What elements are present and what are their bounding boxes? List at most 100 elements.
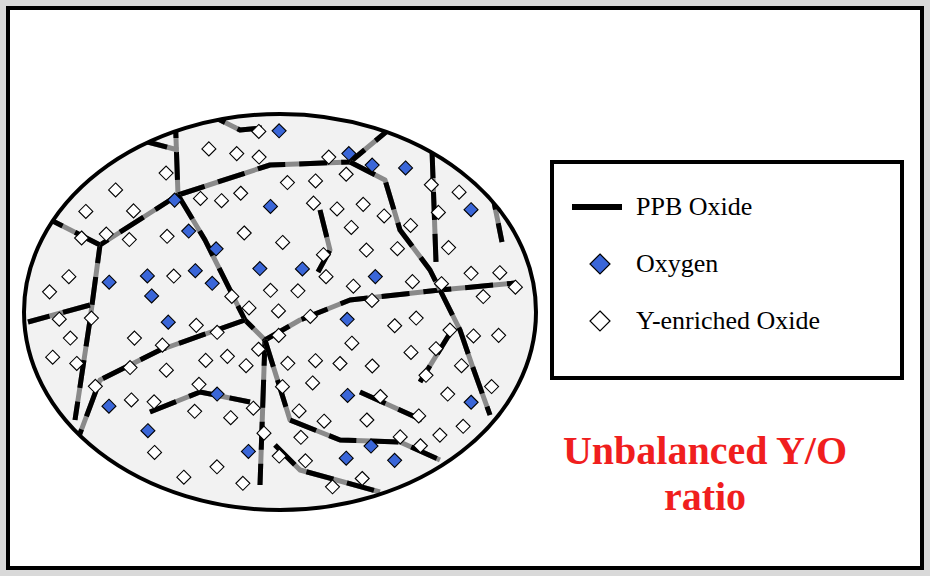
oxide-marker — [220, 349, 234, 363]
oxide-marker — [88, 379, 102, 393]
oxide-marker — [148, 445, 162, 459]
oxide-marker — [52, 312, 66, 326]
oxide-marker — [409, 311, 423, 325]
grain-boundary — [350, 162, 440, 290]
oxide-marker — [109, 183, 123, 197]
note-label: Unbalanced Y/O ratio — [555, 428, 855, 520]
oxide-marker — [189, 318, 203, 332]
oxide-marker — [159, 363, 173, 377]
oxide-marker — [237, 226, 251, 240]
grain-boundary — [35, 212, 100, 245]
oxide-marker — [252, 124, 266, 138]
grain-boundary — [440, 290, 490, 415]
oxide-marker — [455, 359, 469, 373]
ppb-oxide — [75, 110, 178, 420]
oxide-marker — [202, 142, 216, 156]
oxide-marker — [155, 338, 169, 352]
oxide-marker — [252, 150, 266, 164]
oxide-marker — [306, 376, 320, 390]
oxide-marker — [210, 460, 224, 474]
oxide-marker — [441, 387, 455, 401]
oxide-marker — [360, 413, 374, 427]
oxygen-marker — [340, 312, 354, 326]
oxide-marker — [388, 319, 402, 333]
oxide-marker — [123, 361, 137, 375]
grain-boundary — [318, 210, 330, 272]
oxygen-marker — [464, 395, 478, 409]
grain-boundary — [178, 112, 410, 195]
oxide-marker — [271, 304, 285, 318]
grain-boundaries — [28, 110, 515, 492]
oxygen-marker — [209, 242, 223, 256]
oxygen-marker — [388, 453, 402, 467]
oxide-marker — [346, 279, 360, 293]
ppb-oxide — [432, 150, 436, 262]
oxide-marker — [365, 293, 379, 307]
oxide-marker — [264, 283, 278, 297]
oxide-marker — [307, 196, 321, 210]
oxide-marker — [292, 404, 306, 418]
oxide-marker — [276, 235, 290, 249]
oxide-marker — [317, 414, 331, 428]
oxygen-marker — [272, 124, 286, 138]
oxide-marker — [345, 336, 359, 350]
oxide-marker — [433, 428, 447, 442]
oxide-marker — [330, 202, 344, 216]
oxide-marker — [393, 430, 407, 444]
ppb-oxide — [350, 162, 440, 290]
oxide-marker — [404, 218, 418, 232]
oxide-marker — [215, 194, 229, 208]
oxide-marker — [46, 350, 60, 364]
oxygen-marker — [241, 444, 255, 458]
oxide-marker — [339, 167, 353, 181]
oxide-marker — [159, 166, 173, 180]
oxide-marker — [298, 454, 312, 468]
oxide-marker — [160, 229, 174, 243]
grain-boundary — [75, 110, 178, 420]
oxide-marker — [234, 186, 248, 200]
oxide-marker — [404, 345, 418, 359]
oxide-marker — [442, 241, 456, 255]
oxide-marker — [508, 280, 522, 294]
oxide-marker — [167, 269, 181, 283]
oxygen-marker — [161, 315, 175, 329]
grain-boundary — [432, 150, 436, 262]
powder-particle — [24, 114, 536, 510]
oxide-marker — [127, 331, 141, 345]
oxide-marker — [405, 275, 419, 289]
oxide-marker — [75, 231, 89, 245]
oxygen-marker — [140, 269, 154, 283]
ppb-oxide — [265, 283, 515, 340]
oxygen-marker — [102, 275, 116, 289]
oxygen-marker — [342, 147, 356, 161]
oxide-marker — [356, 197, 370, 211]
oxide-marker — [127, 204, 141, 218]
grain-boundary — [265, 340, 440, 460]
oxide-marker — [429, 342, 443, 356]
legend-label: Y-enriched Oxide — [636, 308, 820, 334]
oxide-marker — [236, 476, 250, 490]
ppb-oxide — [318, 210, 330, 272]
oxide-marker — [466, 329, 480, 343]
oxide-marker — [456, 419, 470, 433]
oxide-marker — [272, 449, 286, 463]
oxide-marker — [246, 401, 260, 415]
oxide-marker — [390, 242, 404, 256]
oxide-marker — [239, 359, 253, 373]
oxide-marker — [122, 233, 136, 247]
oxygen-marker — [182, 224, 196, 238]
oxide-marker — [452, 185, 466, 199]
oxide-marker — [412, 409, 426, 423]
oxide-marker — [493, 266, 507, 280]
grain-boundary — [265, 283, 515, 340]
oxide-marker — [319, 270, 333, 284]
oxide-marker — [257, 426, 271, 440]
oxide-marker — [322, 150, 336, 164]
oxide-marker — [193, 191, 207, 205]
oxygen-marker — [341, 388, 355, 402]
oxide-marker — [431, 205, 445, 219]
oxide-marker — [373, 389, 387, 403]
oxide-marker — [252, 342, 266, 356]
ppb-oxide — [35, 212, 100, 245]
oxide-marker — [70, 356, 84, 370]
